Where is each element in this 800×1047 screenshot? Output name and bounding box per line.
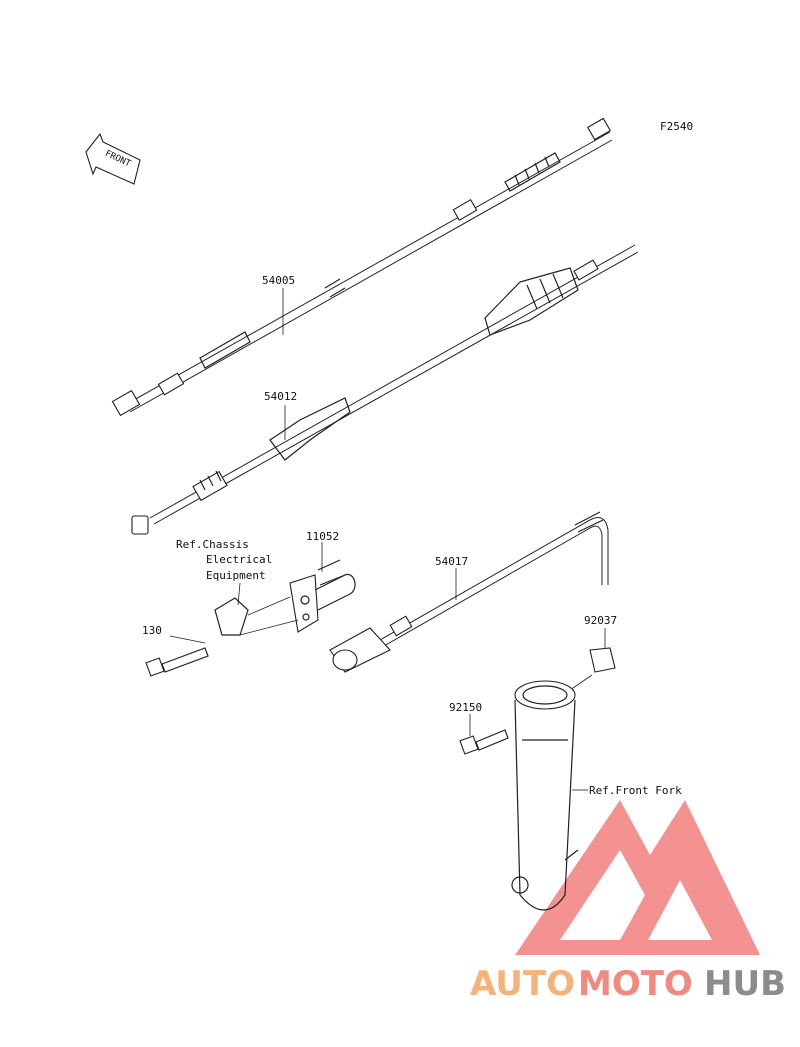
- label-54017: 54017: [435, 555, 468, 568]
- front-direction-badge: FRONT: [85, 132, 141, 185]
- watermark-part3: HUB: [704, 964, 786, 1004]
- front-fork: [511, 680, 579, 911]
- cable-54017: [329, 511, 609, 673]
- cable-54012: [131, 244, 639, 535]
- ref-chassis-line3: Equipment: [206, 569, 266, 582]
- watermark-triangle-icon: [515, 800, 760, 955]
- ref-chassis-line1: Ref.Chassis: [176, 538, 249, 551]
- bracket-11052: [214, 559, 356, 636]
- label-92037: 92037: [584, 614, 617, 627]
- bolt-92150: [459, 729, 509, 755]
- figure-code: F2540: [660, 120, 693, 133]
- label-130: 130: [142, 624, 162, 637]
- watermark-part1: AUTO: [470, 964, 575, 1004]
- clamp-92037: [569, 647, 616, 691]
- bolt-130: [145, 647, 209, 677]
- watermark-text: AUTO MOTO HUB: [470, 964, 786, 1004]
- watermark-logo: [515, 800, 760, 955]
- label-54005: 54005: [262, 274, 295, 287]
- cable-54005: [111, 117, 613, 417]
- label-11052: 11052: [306, 530, 339, 543]
- ref-front-fork: Ref.Front Fork: [589, 784, 682, 797]
- label-92150: 92150: [449, 701, 482, 714]
- ref-chassis-line2: Electrical: [206, 553, 272, 566]
- label-54012: 54012: [264, 390, 297, 403]
- watermark-part2: MOTO: [578, 964, 693, 1004]
